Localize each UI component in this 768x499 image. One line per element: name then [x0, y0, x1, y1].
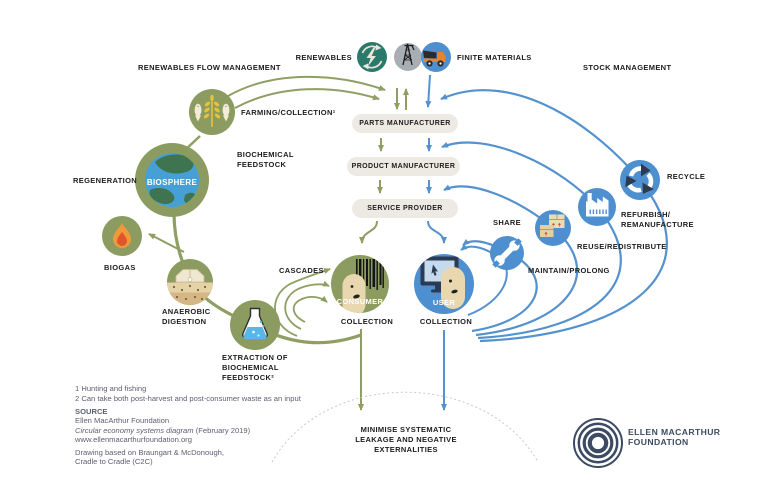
source-credit-2: Cradle to Cradle (C2C): [75, 457, 153, 467]
farming-to-parts-arc-inner: [234, 88, 380, 109]
finite-materials-down-arrow: [425, 74, 432, 108]
extraction-flask-icon: [230, 300, 280, 350]
fish-icon: [194, 103, 230, 122]
ellen-macarthur-foundation-logo-text: ELLEN MACARTHUR FOUNDATION: [628, 427, 721, 448]
stock-management-label: STOCK MANAGEMENT: [583, 63, 672, 72]
anaerobic-digestion-icon: [167, 259, 213, 305]
service-to-user-arrow: [427, 220, 447, 244]
maintain-prolong-label: MAINTAIN/PROLONG: [528, 266, 610, 275]
biological-flow-lines: [148, 75, 409, 411]
renewable-energy-icon: [357, 42, 387, 72]
cascade-arrow-middle: [284, 280, 330, 330]
parts-manufacturer-pill: PARTS MANUFACTURER: [352, 114, 458, 133]
source-block: SOURCE Ellen MacArthur Foundation Circul…: [75, 407, 250, 467]
recycle-icon: [620, 160, 660, 200]
consumer-collection-label: COLLECTION: [340, 317, 394, 326]
regeneration-label: REGENERATION: [73, 176, 138, 185]
source-heading: SOURCE: [75, 407, 108, 416]
user-icon: [414, 254, 474, 314]
barcode-icon: [356, 259, 384, 290]
farming-collection-icon: [189, 89, 235, 135]
extraction-label: EXTRACTION OF BIOCHEMICAL FEEDSTOCK²: [222, 353, 288, 382]
farming-collection-label: FARMING/COLLECTION¹: [241, 108, 336, 117]
user-label: USER: [432, 298, 456, 307]
source-title-line: Circular economy systems diagram (Februa…: [75, 426, 250, 435]
biosphere-label: BIOSPHERE: [146, 177, 198, 187]
parts-manufacturer-label: PARTS MANUFACTURER: [359, 120, 451, 127]
consumer-icon: [331, 255, 389, 313]
refurbish-remanufacture-label: REFURBISH/ REMANUFACTURE: [621, 210, 694, 229]
footnote-1: 1 Hunting and fishing: [75, 384, 147, 393]
source-organisation: Ellen MacArthur Foundation: [75, 416, 170, 426]
biochemical-feedstock-label: BIOCHEMICAL FEEDSTOCK: [237, 150, 294, 169]
biogas-arrow: [148, 233, 185, 253]
mining-truck-icon: [421, 42, 451, 72]
biogas-icon: [102, 216, 142, 256]
minimise-leakage-label: MINIMISE SYSTEMATIC LEAKAGE AND NEGATIVE…: [355, 425, 457, 454]
footnote-2: 2 Can take both post-harvest and post-co…: [75, 394, 301, 403]
reuse-redistribute-label: REUSE/REDISTRIBUTE: [577, 242, 667, 251]
source-credit-1: Drawing based on Braungart & McDonough,: [75, 448, 225, 457]
cascade-arrow-inner: [292, 295, 328, 323]
service-to-consumer-arrow: [359, 220, 378, 244]
product-manufacturer-label: PRODUCT MANUFACTURER: [351, 163, 456, 170]
refurbish-remanufacture-loop: [441, 141, 622, 340]
share-label: SHARE: [493, 218, 522, 227]
cascades-label: CASCADES: [279, 266, 324, 275]
renewables-label: RENEWABLES: [295, 53, 352, 62]
leakage-boundary-arc: [271, 391, 539, 463]
product-manufacturer-pill: PRODUCT MANUFACTURER: [347, 157, 460, 176]
user-collection-label: COLLECTION: [419, 317, 473, 326]
maintain-wrench-icon: [490, 236, 524, 270]
consumer-label: CONSUMER: [336, 297, 384, 306]
cascade-arrow-outer: [274, 268, 331, 337]
refurbish-factory-icon: [578, 188, 616, 226]
biological-return-flow: [172, 212, 362, 345]
biosphere-icon: [135, 143, 209, 217]
farming-to-parts-arc-outer: [227, 75, 386, 97]
source-website: www.ellenmacarthurfoundation.org: [75, 434, 192, 444]
reuse-boxes-icon: [535, 210, 571, 246]
source-diagram-title: Circular economy systems diagram: [75, 425, 194, 435]
ellen-macarthur-foundation-logo-icon: [573, 418, 623, 468]
maintain-prolong-loop: [462, 238, 538, 333]
oil-derrick-icon: [394, 43, 422, 71]
service-provider-pill: SERVICE PROVIDER: [352, 199, 458, 218]
source-diagram-date: (February 2019): [193, 425, 251, 435]
finite-materials-label: FINITE MATERIALS: [457, 53, 532, 62]
anaerobic-digestion-label: ANAEROBIC DIGESTION: [162, 307, 211, 326]
recycle-label: RECYCLE: [667, 172, 706, 181]
biogas-label: BIOGAS: [104, 263, 136, 272]
renewables-flow-management-label: RENEWABLES FLOW MANAGEMENT: [138, 63, 281, 72]
service-provider-label: SERVICE PROVIDER: [367, 205, 443, 212]
